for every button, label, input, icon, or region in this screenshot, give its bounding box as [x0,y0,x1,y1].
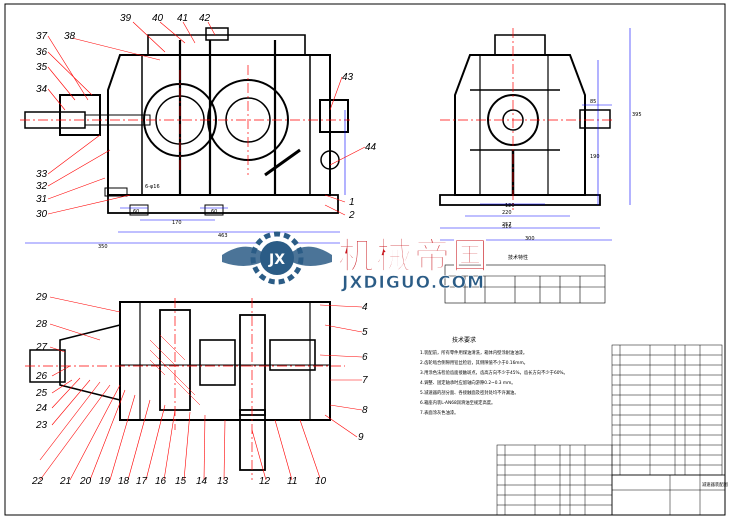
watermark-title: 机械帝国 [338,236,490,277]
front-view-part-numbers: 39 40 41 42 37 36 35 34 33 32 31 30 43 4… [36,13,377,221]
part-number-41: 41 [177,13,188,24]
dim-190: 190 [590,154,600,160]
part-number-4: 4 [362,302,368,313]
part-number-29: 29 [35,292,48,303]
part-number-9: 9 [358,432,364,443]
part-number-42: 42 [199,13,211,24]
dim-60-left: 60 [133,209,139,215]
front-view-dimension-lines [25,110,346,244]
part-number-2: 2 [348,210,355,221]
side-view-center-lines [440,28,615,210]
part-number-24: 24 [35,403,48,414]
tech-requirements: 技术要求 1.装配前，所有零件用煤油清洗，箱体内壁涂耐油油漆。 2.齿轮啮合侧隙… [420,336,568,416]
part-number-44: 44 [365,142,377,153]
front-view-center-lines [20,65,350,175]
part-number-39: 39 [120,13,132,24]
part-number-32: 32 [36,181,48,192]
part-number-23: 23 [35,420,48,431]
front-view-leaders [47,21,366,216]
dim-395: 395 [632,112,642,118]
part-number-10: 10 [315,476,327,487]
part-number-6: 6 [362,352,368,363]
spec-table-title: 技术特性 [508,254,528,261]
drawing-title: 减速器装配图 [702,481,728,488]
part-number-1: 1 [349,197,355,208]
part-number-16: 16 [155,476,167,487]
part-number-37: 37 [36,31,48,42]
part-number-11: 11 [287,476,297,487]
part-number-34: 34 [36,84,48,95]
dim-85: 85 [590,99,596,105]
tech-line-5: 5.减速器的剖分面、各接触面及密封处均不许漏油。 [420,389,519,396]
watermark: JX 机械帝国 JXDIGUO.COM [222,231,490,293]
dim-463: 463 [218,233,228,239]
part-number-25: 25 [35,388,48,399]
tech-requirements-title: 技术要求 [452,336,476,344]
part-number-36: 36 [36,47,48,58]
tech-line-3: 3.用涂色法检验齿面接触斑点，齿高方向不少于45%，齿长方向不少于60%。 [420,369,568,376]
plan-view-leaders [39,296,363,481]
part-number-14: 14 [196,476,208,487]
part-number-38: 38 [64,31,76,42]
part-number-5: 5 [362,327,368,338]
part-number-12: 12 [259,476,271,487]
dim-300: 300 [525,236,535,242]
drawing-border [4,3,726,516]
part-number-22: 22 [31,476,44,487]
part-number-27: 27 [35,342,48,353]
front-view [24,27,349,216]
part-number-20: 20 [79,476,92,487]
dim-6-holes: 6-φ16 [145,184,160,190]
dim-316: 316 [502,224,512,230]
spec-table [444,264,606,304]
part-number-28: 28 [35,319,48,330]
side-view-dimension-texts: 257 300 85 395 190 120 220 316 [502,99,642,242]
part-number-40: 40 [152,13,164,24]
part-number-21: 21 [59,476,71,487]
logo-letters: JX [268,252,285,268]
side-view-dimension-lines [440,28,631,241]
tech-line-7: 7.表面涂灰色油漆。 [420,409,458,416]
part-number-19: 19 [99,476,111,487]
dim-220: 220 [502,210,512,216]
plan-view [29,301,331,471]
dim-170: 170 [172,220,182,226]
part-number-33: 33 [36,169,48,180]
part-number-7: 7 [362,375,368,386]
part-number-15: 15 [175,476,187,487]
dim-120: 120 [505,203,515,209]
tech-line-6: 6.箱座内装L-AN68润滑油至规定高度。 [420,399,495,406]
dim-257: 257 [502,222,512,228]
tech-line-1: 1.装配前，所有零件用煤油清洗，箱体内壁涂耐油油漆。 [420,349,527,356]
part-number-18: 18 [118,476,130,487]
plan-view-part-numbers: 29 28 27 26 25 24 23 22 21 20 19 18 17 1… [31,292,368,487]
tech-line-2: 2.齿轮啮合侧隙用铅丝检验，其侧隙值不小于0.16mm。 [420,359,528,366]
dim-350: 350 [98,244,108,250]
watermark-url: JXDIGUO.COM [341,273,485,293]
tech-line-4: 4.调整、固定轴承时应留轴向游隙0.2~0.3 mm。 [420,379,516,386]
part-number-35: 35 [36,62,48,73]
plan-view-center-lines [25,298,345,480]
parts-list [496,344,726,516]
front-view-dimension-texts: 350 463 170 6-φ16 60 60 [98,184,228,250]
part-number-26: 26 [35,371,48,382]
gear-logo-icon: JX [222,231,332,285]
part-number-17: 17 [136,476,148,487]
part-number-30: 30 [36,209,48,220]
dim-60-right: 60 [211,209,217,215]
part-number-31: 31 [36,194,47,205]
part-number-43: 43 [342,72,354,83]
part-number-8: 8 [362,405,368,416]
part-number-13: 13 [217,476,229,487]
plan-view-gear-hatch [149,334,201,406]
